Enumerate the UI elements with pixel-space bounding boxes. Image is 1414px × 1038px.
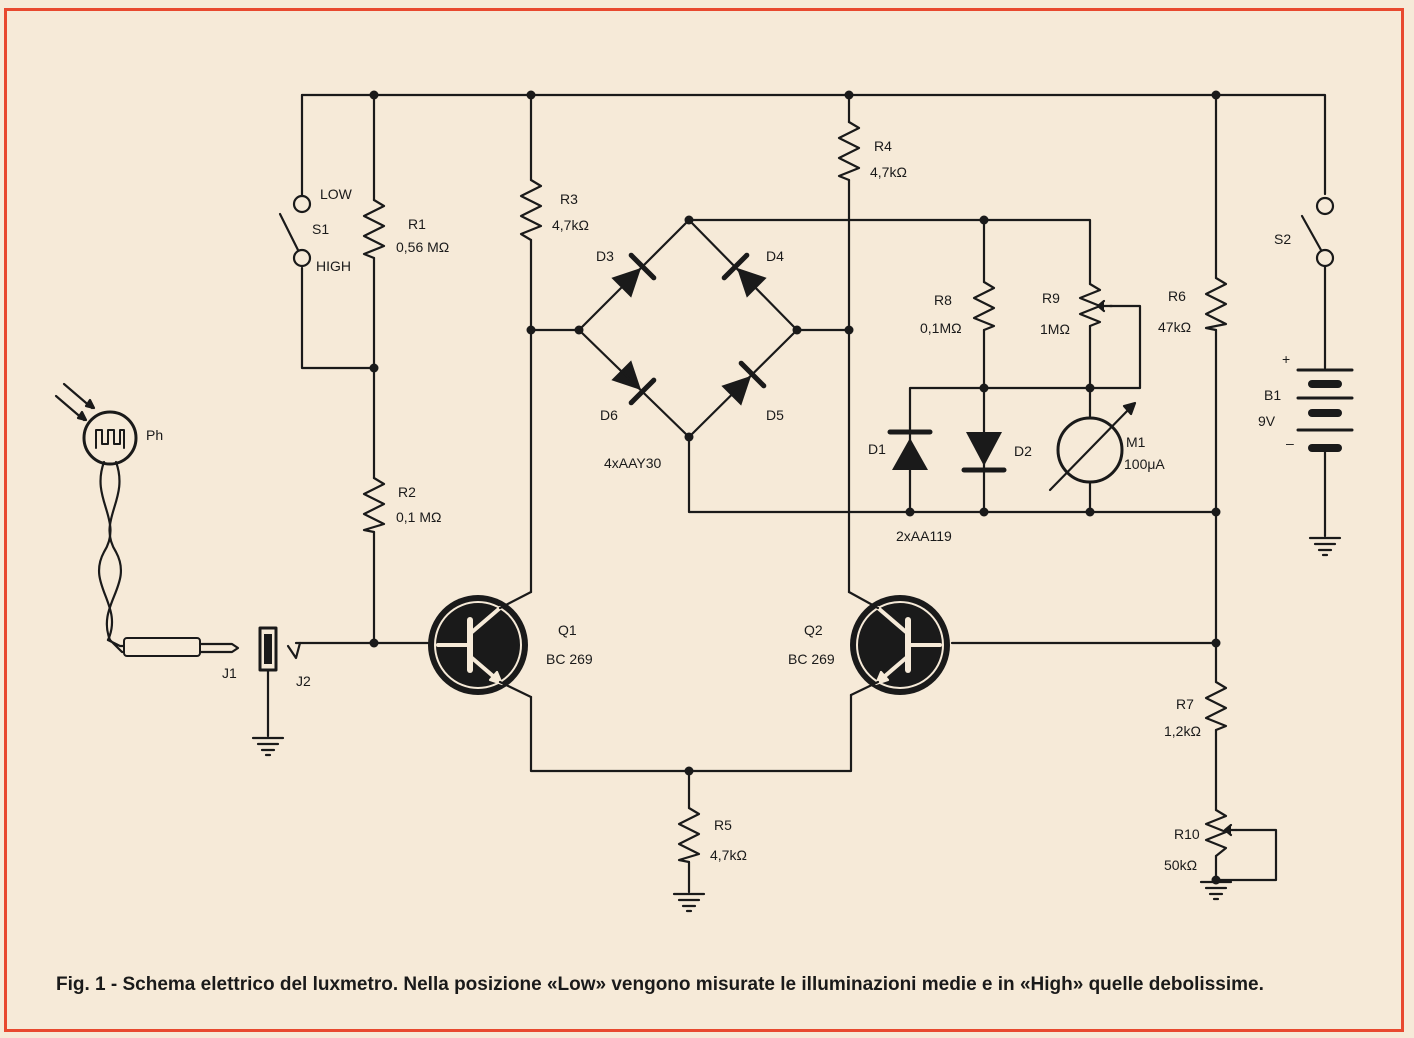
label-high: HIGH (316, 258, 351, 274)
label-m1: M1 (1126, 434, 1146, 450)
label-r9-value: 1MΩ (1040, 321, 1070, 337)
resistor-r9 (1078, 282, 1114, 328)
label-r7: R7 (1176, 696, 1194, 712)
resistor-r3 (519, 178, 543, 242)
resistor-r1 (362, 198, 386, 260)
label-b1: B1 (1264, 387, 1281, 403)
label-r1-value: 0,56 MΩ (396, 239, 449, 255)
resistor-r2 (362, 476, 386, 534)
resistor-r10 (1204, 808, 1238, 858)
bridge-wires (577, 218, 799, 439)
label-q1-value: BC 269 (546, 651, 593, 667)
label-r3-value: 4,7kΩ (552, 217, 589, 233)
resistor-r6 (1204, 276, 1228, 332)
jack-j1-j2 (258, 626, 302, 672)
label-b1-value: 9V (1258, 413, 1276, 429)
label-pair-diodes: 2xAA119 (896, 528, 952, 544)
label-s1: S1 (312, 221, 329, 237)
label-s2: S2 (1274, 231, 1291, 247)
label-q2: Q2 (804, 622, 823, 638)
label-d1: D1 (868, 441, 886, 457)
label-d6: D6 (600, 407, 618, 423)
label-d3: D3 (596, 248, 614, 264)
label-r6-value: 47kΩ (1158, 319, 1191, 335)
photoresistor-ph (54, 382, 240, 657)
label-d5: D5 (766, 407, 784, 423)
label-r4-value: 4,7kΩ (870, 164, 907, 180)
label-q2-value: BC 269 (788, 651, 835, 667)
meter-m1 (1048, 401, 1137, 514)
resistor-r5 (677, 806, 701, 864)
transistor-q2 (847, 590, 950, 697)
label-r10-value: 50kΩ (1164, 857, 1197, 873)
resistor-r8 (972, 280, 996, 332)
label-d4: D4 (766, 248, 784, 264)
label-r6: R6 (1168, 288, 1186, 304)
label-r9: R9 (1042, 290, 1060, 306)
label-r5: R5 (714, 817, 732, 833)
label-j1: J1 (222, 665, 237, 681)
label-r8-value: 0,1MΩ (920, 320, 962, 336)
label-r4: R4 (874, 138, 892, 154)
figure-caption: Fig. 1 - Schema elettrico del luxmetro. … (56, 974, 1264, 995)
label-minus: – (1286, 435, 1294, 451)
label-q1: Q1 (558, 622, 577, 638)
resistor-r4 (837, 120, 861, 182)
wires (266, 93, 1327, 894)
switch-s2 (1300, 196, 1335, 268)
page-border (4, 8, 1404, 1032)
label-r5-value: 4,7kΩ (710, 847, 747, 863)
label-low: LOW (320, 186, 353, 202)
label-d2: D2 (1014, 443, 1032, 459)
switch-s1 (278, 194, 312, 268)
component-labels: LOW S1 HIGH R1 0,56 MΩ R2 0,1 MΩ R3 4,7k… (146, 138, 1294, 873)
label-r2: R2 (398, 484, 416, 500)
ground-symbols (251, 536, 1342, 913)
diode-d1 (887, 426, 933, 474)
label-plus: + (1282, 351, 1290, 367)
label-r7-value: 1,2kΩ (1164, 723, 1201, 739)
label-r10: R10 (1174, 826, 1200, 842)
label-r8: R8 (934, 292, 952, 308)
label-r3: R3 (560, 191, 578, 207)
diode-d2 (961, 432, 1007, 473)
junction-dots (369, 90, 1221, 885)
label-r1: R1 (408, 216, 426, 232)
label-r2-value: 0,1 MΩ (396, 509, 441, 525)
label-ph: Ph (146, 427, 163, 443)
transistor-q1 (428, 590, 533, 699)
label-m1-value: 100μA (1124, 456, 1165, 472)
resistor-r7 (1204, 680, 1228, 732)
label-bridge-diodes: 4xAAY30 (604, 455, 662, 471)
label-j2: J2 (296, 673, 311, 689)
battery-b1 (1296, 368, 1354, 452)
